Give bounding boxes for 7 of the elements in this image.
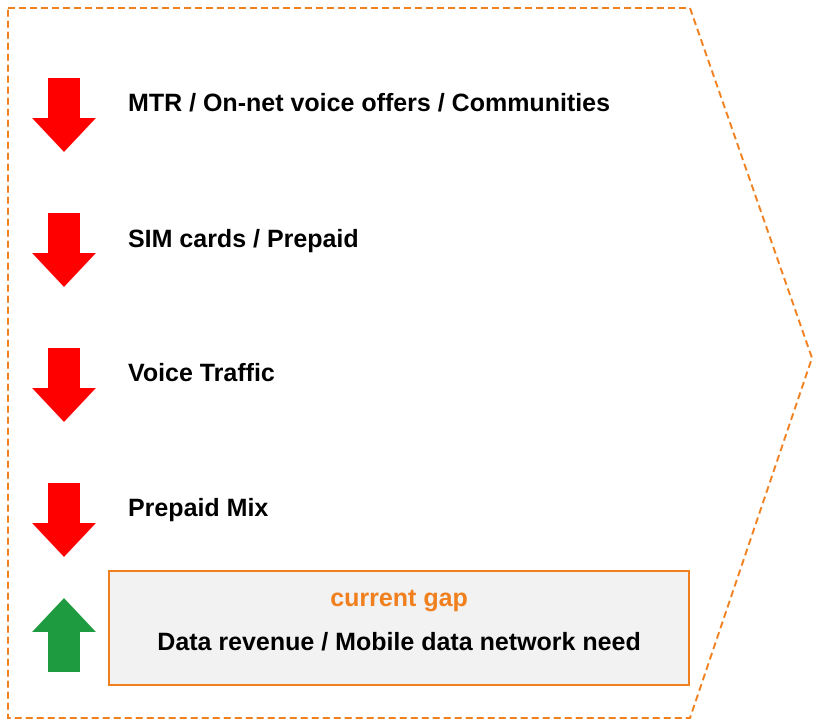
row-label: SIM cards / Prepaid: [128, 225, 359, 254]
box-text: Data revenue / Mobile data network need: [156, 628, 642, 657]
row-label: Prepaid Mix: [128, 494, 268, 523]
highlight-box: [108, 570, 690, 686]
row-label: Voice Traffic: [128, 359, 275, 388]
row-label: MTR / On-net voice offers / Communities: [128, 89, 610, 118]
box-heading: current gap: [329, 584, 469, 613]
